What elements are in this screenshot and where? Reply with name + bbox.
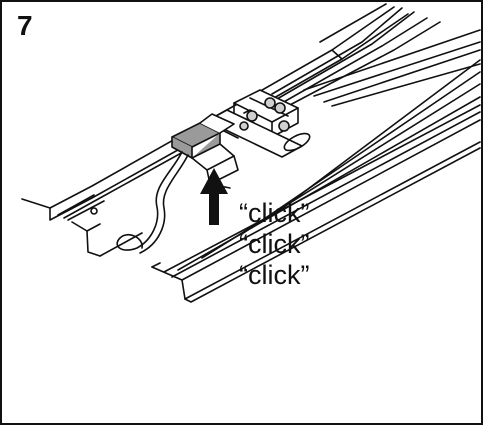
click-label: “click”: [239, 260, 310, 290]
cable-loop: [116, 151, 183, 251]
up-arrow-icon: [200, 168, 228, 225]
click-label: “click”: [239, 198, 310, 228]
terminal-screw-5: [239, 121, 249, 131]
terminal-screw-2: [274, 102, 286, 114]
terminal-screw-4: [246, 110, 258, 122]
step-number: 7: [17, 10, 33, 41]
click-label: “click”: [239, 229, 310, 259]
terminal-screw-3: [278, 120, 290, 132]
terminal-screw-1: [264, 97, 276, 109]
wire-bundle: [271, 7, 403, 95]
mounting-slot: [283, 132, 311, 152]
